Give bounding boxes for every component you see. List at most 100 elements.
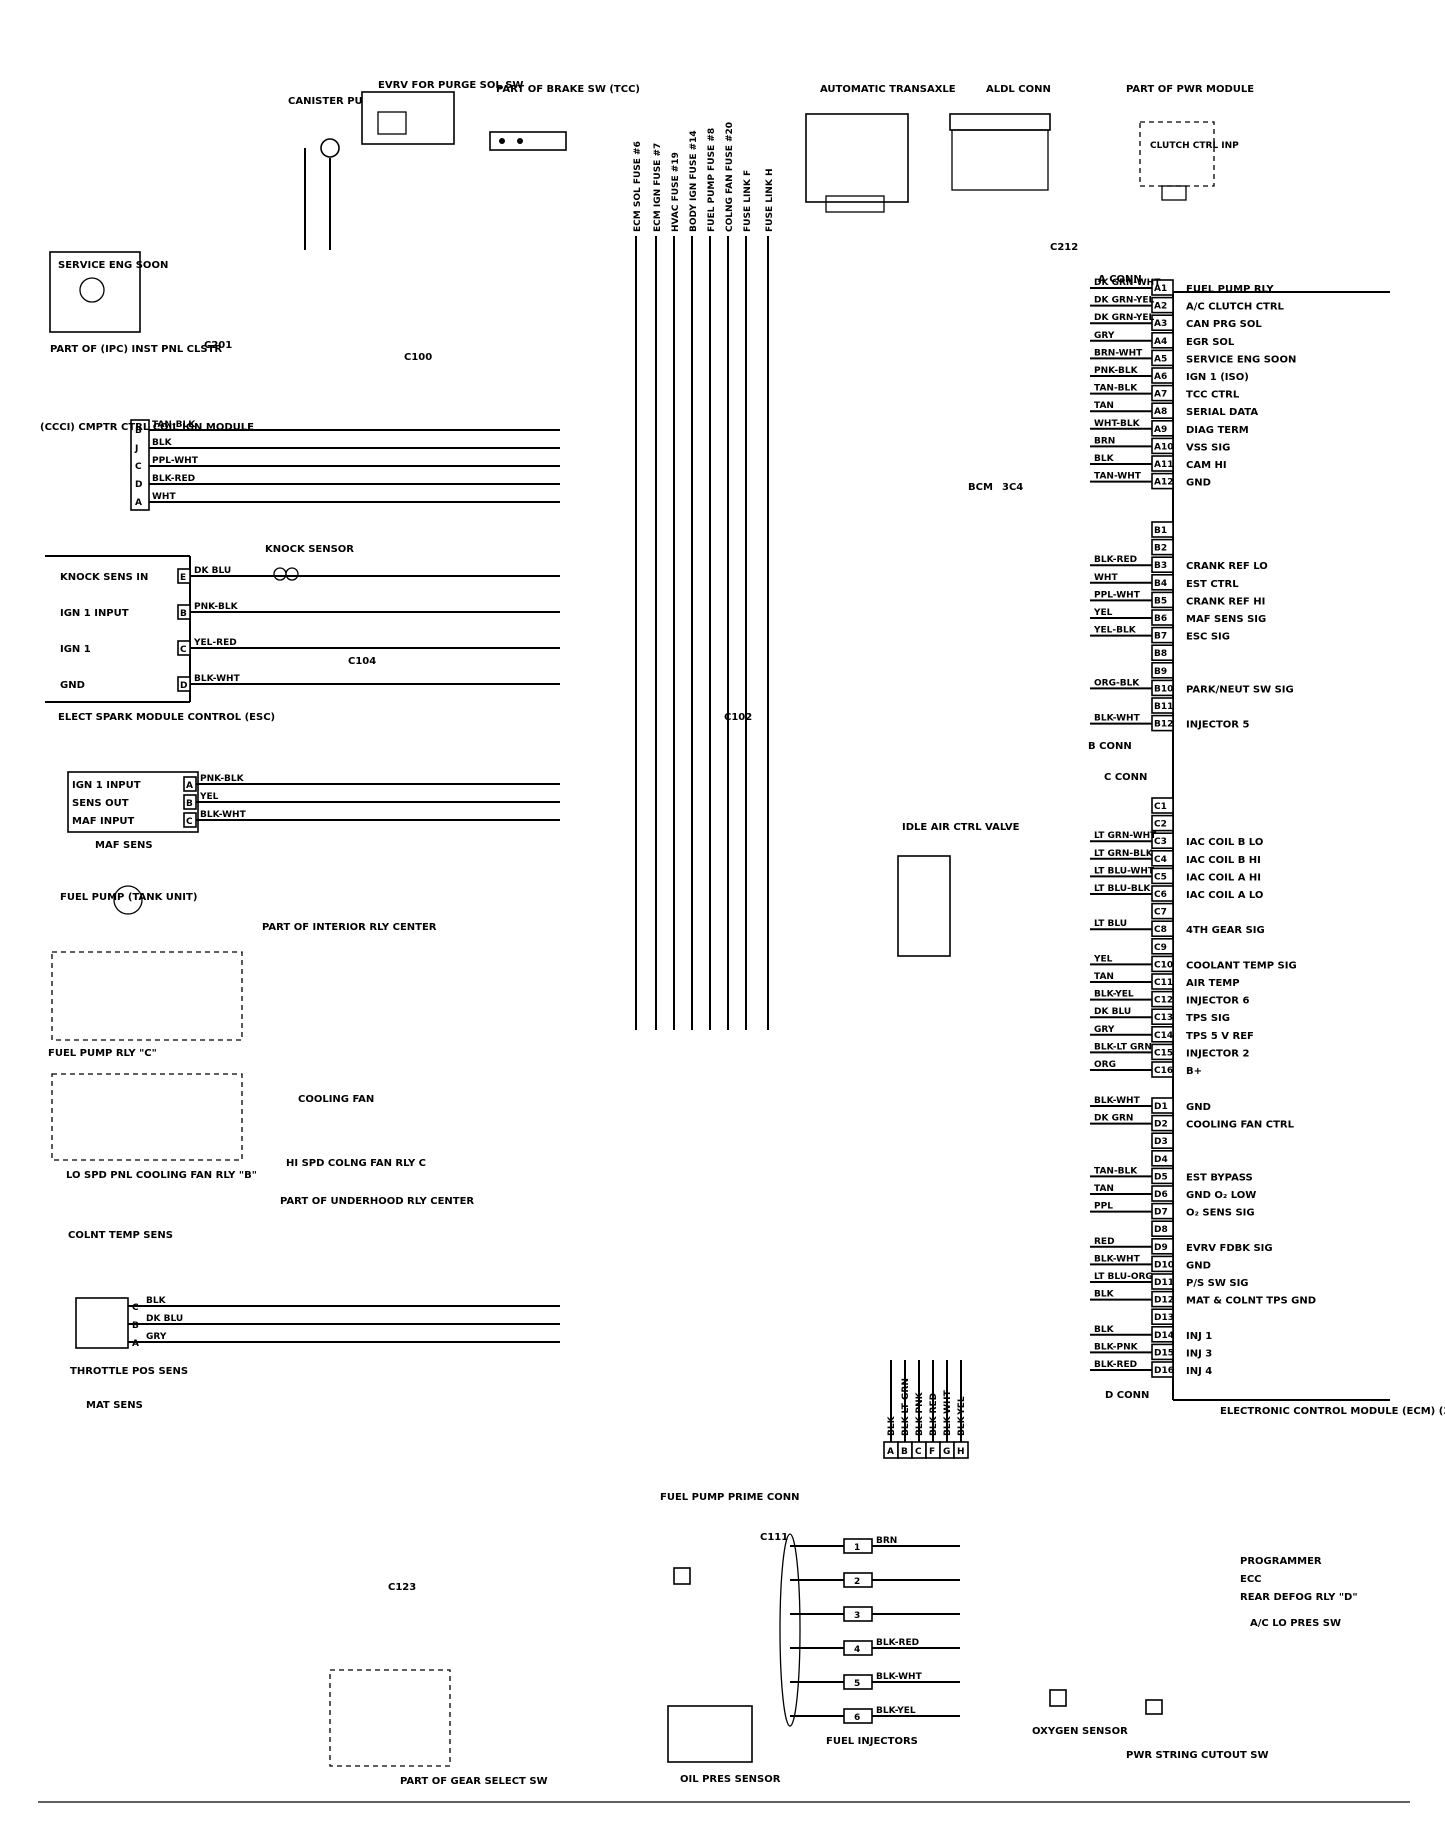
ecm-pin-wire-label: BLK-WHT xyxy=(1094,1096,1141,1106)
injector-number: 1 xyxy=(854,1543,860,1553)
ecm-pin-wire-label: BLK xyxy=(1094,454,1115,464)
ccci-wire-label: TAN-BLK xyxy=(152,420,196,430)
ecm-pin-id: C3 xyxy=(1154,837,1167,847)
aldl-connector xyxy=(949,113,1051,191)
c102-label: C102 xyxy=(724,712,752,723)
evrv-label: EVRV FOR PURGE SOL SW xyxy=(378,80,523,91)
ecm-pin-id: A2 xyxy=(1154,302,1167,312)
ecm-pin-wire-label: RED xyxy=(1094,1237,1115,1247)
fuel-pump-label: FUEL PUMP (TANK UNIT) xyxy=(60,892,197,903)
injector-number: 6 xyxy=(854,1713,860,1723)
ecm-pin-id: B9 xyxy=(1154,667,1167,677)
cooling-fan-label: COOLING FAN xyxy=(298,1094,374,1105)
esc-label: ELECT SPARK MODULE CONTROL (ESC) xyxy=(58,712,275,723)
ecm-pin-id: A8 xyxy=(1154,407,1167,417)
ecm-pin-id: C4 xyxy=(1154,855,1167,865)
fuse-label: FUSE LINK H xyxy=(765,169,775,232)
ecm-pin-id: A4 xyxy=(1154,337,1167,347)
underhood-label: PART OF UNDERHOOD RLY CENTER xyxy=(280,1196,474,1207)
ecm-pin-function: CRANK REF HI xyxy=(1186,596,1265,607)
ecm-pin-wire-label: BLK xyxy=(1094,1325,1115,1335)
ac-lo-label: A/C LO PRES SW xyxy=(1250,1618,1341,1629)
harness-pin-id: A xyxy=(887,1447,894,1457)
throttle-label: THROTTLE POS SENS xyxy=(70,1366,188,1377)
ccci-wire-label: BLK-RED xyxy=(152,474,195,484)
harness-pin-id: C xyxy=(915,1447,922,1457)
ecm-pin-id: A11 xyxy=(1154,460,1174,470)
tps-pin-id: C xyxy=(132,1303,139,1313)
mat-label: MAT SENS xyxy=(86,1400,143,1411)
ecm-pin-id: D5 xyxy=(1154,1172,1168,1182)
ecm-pin-function: SERIAL DATA xyxy=(1186,407,1258,418)
esc-pin-label: GND xyxy=(60,680,85,691)
brake-label: PART OF BRAKE SW (TCC) xyxy=(496,84,640,95)
ecm-pin-wire-label: DK GRN-YEL xyxy=(1094,296,1155,306)
injectors-label: FUEL INJECTORS xyxy=(826,1736,918,1747)
ecm-pin-function: EVRV FDBK SIG xyxy=(1186,1243,1273,1254)
ecm-pin-function: IAC COIL A LO xyxy=(1186,890,1263,901)
ecm-pin-wire-label: PPL xyxy=(1094,1202,1113,1212)
tps-pin-id: B xyxy=(132,1321,139,1331)
ecm-pin-wire-label: LT GRN-BLK xyxy=(1094,849,1154,859)
c-conn-label: C CONN xyxy=(1104,772,1147,783)
esc-wire-label: YEL-RED xyxy=(193,638,237,648)
c212-label: C212 xyxy=(1050,242,1078,253)
ecm-pin-id: B1 xyxy=(1154,526,1167,536)
ecm-pin-id: D3 xyxy=(1154,1137,1168,1147)
ecm-pin-id: C13 xyxy=(1154,1013,1173,1023)
c104-label: C104 xyxy=(348,656,376,667)
ecm-pin-function: TPS SIG xyxy=(1186,1013,1230,1024)
esc-wire-label: BLK-WHT xyxy=(194,674,241,684)
gear-select-label: PART OF GEAR SELECT SW xyxy=(400,1776,548,1787)
ecm-pin-wire-label: TAN-BLK xyxy=(1094,1166,1138,1176)
maf-wire-label: PNK-BLK xyxy=(200,774,245,784)
ecm-pin-function: COOLING FAN CTRL xyxy=(1186,1120,1295,1131)
gear-select-switch xyxy=(329,1669,451,1767)
ecm-pin-function: CAM HI xyxy=(1186,460,1227,471)
fuse-label: BODY IGN FUSE #14 xyxy=(689,130,699,232)
ecm-pin-function: CRANK REF LO xyxy=(1186,561,1268,572)
esc-wire-label: PNK-BLK xyxy=(194,602,239,612)
ecm-pin-function: GND xyxy=(1186,1102,1211,1113)
maf-pin-label: IGN 1 INPUT xyxy=(72,780,141,791)
ecm-pin-box xyxy=(1151,644,1174,662)
fuel-pump-relay xyxy=(51,951,243,1041)
fuse-label: FUEL PUMP FUSE #8 xyxy=(707,128,717,232)
ecm-pin-id: D14 xyxy=(1154,1331,1174,1341)
clutch-ctrl-label: CLUTCH CTRL INP xyxy=(1150,141,1239,151)
ecm-pin-wire-label: BLK xyxy=(1094,1290,1115,1300)
ecm-pin-function: GND xyxy=(1186,478,1211,489)
oil-pressure-sensor xyxy=(667,1705,753,1763)
ecm-pin-function: DIAG TERM xyxy=(1186,425,1249,436)
ecm-pin-id: C6 xyxy=(1154,890,1167,900)
ecm-pin-id: C2 xyxy=(1154,820,1167,830)
ecm-pin-id: C10 xyxy=(1154,960,1173,970)
ecm-pin-function: IAC COIL A HI xyxy=(1186,872,1261,883)
ecm-pin-wire-label: DK GRN-WHT xyxy=(1094,278,1161,288)
ecm-pin-id: C11 xyxy=(1154,978,1173,988)
ecm-pin-function: TPS 5 V REF xyxy=(1186,1031,1254,1042)
ecm-pin-wire-label: LT BLU-ORG xyxy=(1094,1272,1153,1282)
esc-pin-id: D xyxy=(180,681,187,691)
d-conn-label: D CONN xyxy=(1105,1390,1149,1401)
ecm-pin-id: B6 xyxy=(1154,614,1167,624)
fuse-label: FUSE LINK F xyxy=(743,170,753,232)
maf-pin-id: B xyxy=(186,799,193,809)
ecm-pin-id: D11 xyxy=(1154,1278,1174,1288)
ecm-pin-wire-label: PNK-BLK xyxy=(1094,366,1139,376)
injector-number: 5 xyxy=(854,1679,860,1689)
ecm-pin-wire-label: TAN-BLK xyxy=(1094,384,1138,394)
ecm-pin-wire-label: BRN xyxy=(1094,436,1115,446)
ecm-pin-function: PARK/NEUT SW SIG xyxy=(1186,684,1294,695)
ecm-pin-id: C15 xyxy=(1154,1048,1173,1058)
ecm-pin-id: D8 xyxy=(1154,1225,1168,1235)
ecm-pin-wire-label: BLK-WHT xyxy=(1094,714,1141,724)
ecm-pin-function: MAF SENS SIG xyxy=(1186,614,1266,625)
ecm-pin-function: P/S SW SIG xyxy=(1186,1278,1249,1289)
ccci-label: (CCCI) CMPTR CTRL COIL IGN MODULE xyxy=(40,422,254,433)
ecm-pin-box xyxy=(1151,1150,1174,1167)
